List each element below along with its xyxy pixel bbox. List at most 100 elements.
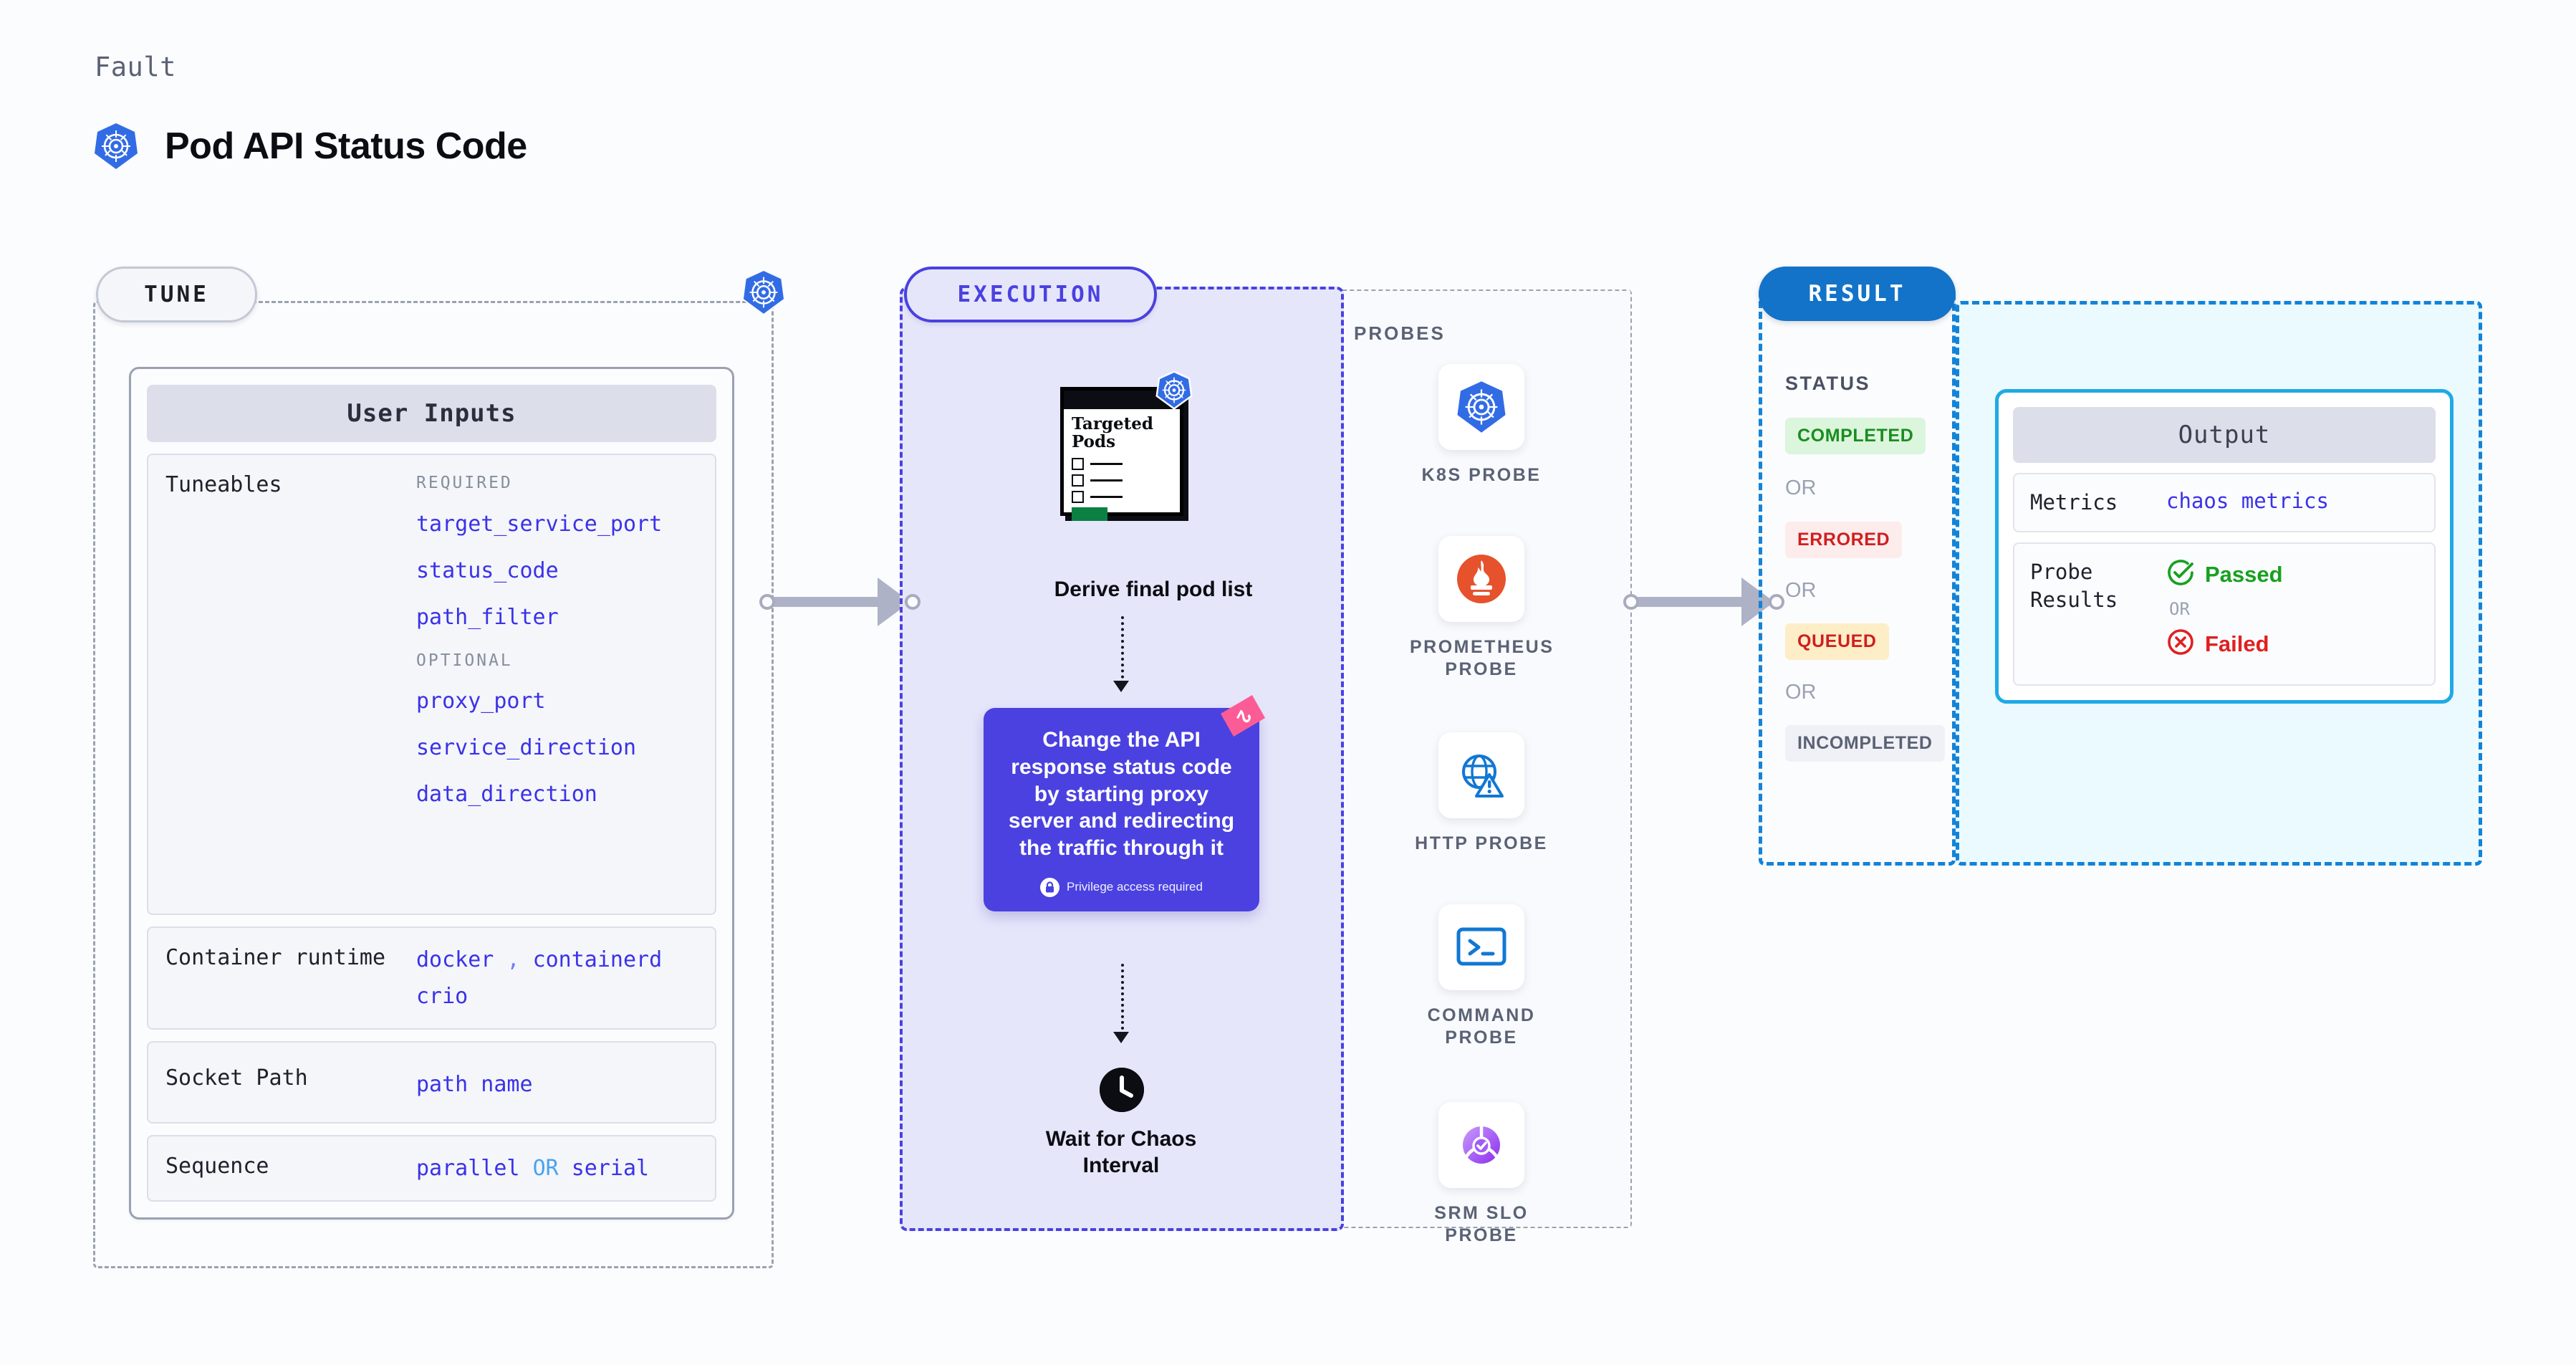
check-circle-icon <box>2166 558 2195 590</box>
status-badge-queued: QUEUED <box>1785 623 1889 660</box>
user-inputs-card: User Inputs Tuneables REQUIRED target_se… <box>129 367 734 1220</box>
status-badge-incompleted: INCOMPLETED <box>1785 725 1945 762</box>
flow-arrow-2 <box>1113 1032 1129 1043</box>
sequence-or: OR <box>532 1156 559 1181</box>
srm-slo-icon <box>1438 1102 1524 1188</box>
tunable-proxy-port[interactable]: proxy_port <box>416 689 546 714</box>
connector-end-dot <box>1769 594 1784 610</box>
output-metrics-label: Metrics <box>2030 490 2118 514</box>
connector-end-dot <box>905 594 921 610</box>
connector-tune-to-execution <box>759 573 921 631</box>
tuneables-values: REQUIRED target_service_port status_code… <box>416 471 662 898</box>
terminal-icon <box>1438 904 1524 990</box>
output-probe-results-row: Probe Results Passed OR <box>2013 542 2436 686</box>
tuneables-row: Tuneables REQUIRED target_service_port s… <box>147 454 716 915</box>
lock-icon <box>1040 877 1060 897</box>
sequence-serial[interactable]: serial <box>571 1156 650 1181</box>
clock-icon <box>1100 1068 1144 1112</box>
list-item <box>1072 491 1172 504</box>
fault-eyebrow: Fault <box>95 52 176 82</box>
flow-line-1 <box>1121 616 1124 684</box>
connector-start-dot <box>1623 594 1639 610</box>
list-item <box>1072 474 1172 487</box>
probe-result-passed: Passed <box>2166 558 2283 590</box>
tune-panel <box>93 301 774 1268</box>
runtime-docker[interactable]: docker <box>416 947 494 972</box>
output-metrics-row: Metrics chaos metrics <box>2013 473 2436 533</box>
container-runtime-label: Container runtime <box>165 945 386 970</box>
sequence-row: Sequence parallel OR serial <box>147 1135 716 1202</box>
socket-path-label: Socket Path <box>165 1065 308 1091</box>
action-card-text: Change the API response status code by s… <box>1008 728 1235 861</box>
flow-line-2 <box>1121 964 1124 1035</box>
privilege-note-text: Privilege access required <box>1067 880 1203 894</box>
probe-label: HTTP PROBE <box>1415 833 1548 853</box>
probe-label: K8S PROBE <box>1421 465 1542 485</box>
output-title: Output <box>2013 407 2436 463</box>
tunable-service-direction[interactable]: service_direction <box>416 735 637 760</box>
output-probe-results-label: Probe Results <box>2030 560 2118 613</box>
socket-path-row: Socket Path path name <box>147 1041 716 1124</box>
probe-prometheus[interactable]: PROMETHEUS PROBE <box>1410 536 1553 681</box>
probe-k8s[interactable]: K8S PROBE <box>1410 364 1553 487</box>
kubernetes-icon <box>93 122 139 171</box>
sequence-parallel[interactable]: parallel <box>416 1156 520 1181</box>
list-item <box>1072 458 1172 471</box>
probes-title: PROBES <box>1354 322 1446 344</box>
status-or-3: OR <box>1785 681 1817 704</box>
probe-label: COMMAND PROBE <box>1427 1005 1536 1048</box>
probe-http[interactable]: HTTP PROBE <box>1410 732 1553 855</box>
derive-pod-list-label: Derive final pod list <box>1054 578 1253 601</box>
socket-path-value[interactable]: path name <box>416 1072 533 1097</box>
pods-card-progress <box>1072 507 1107 522</box>
user-inputs-title: User Inputs <box>147 385 716 442</box>
output-metrics-value[interactable]: chaos metrics <box>2166 489 2329 513</box>
probe-label: PROMETHEUS PROBE <box>1410 637 1554 680</box>
tunable-target-service-port[interactable]: target_service_port <box>416 511 663 537</box>
flow-arrow-1 <box>1113 681 1129 692</box>
tunable-status-code[interactable]: status_code <box>416 557 559 583</box>
probe-result-failed: Failed <box>2166 628 2283 660</box>
connector-start-dot <box>759 594 775 610</box>
runtime-crio[interactable]: crio <box>416 984 468 1009</box>
page-title-text: Pod API Status Code <box>165 125 527 167</box>
connector-line <box>1636 597 1746 607</box>
connector-line <box>772 597 882 607</box>
connector-execution-to-result <box>1623 573 1784 631</box>
prometheus-icon <box>1438 536 1524 622</box>
tune-pill[interactable]: TUNE <box>96 267 257 322</box>
tuneables-label: Tuneables <box>165 472 282 497</box>
sequence-values: parallel OR serial <box>416 1152 649 1184</box>
wait-for-chaos-label: Wait for Chaos Interval <box>1045 1127 1197 1177</box>
tunable-data-direction[interactable]: data_direction <box>416 782 597 807</box>
result-pill[interactable]: RESULT <box>1759 267 1956 321</box>
globe-warning-icon <box>1438 732 1524 818</box>
status-or-2: OR <box>1785 579 1817 602</box>
x-circle-icon <box>2166 628 2195 660</box>
probe-srm-slo[interactable]: SRM SLO PROBE <box>1410 1102 1553 1247</box>
runtime-separator: , <box>506 947 520 972</box>
failed-label: Failed <box>2205 631 2269 656</box>
passed-label: Passed <box>2205 561 2283 587</box>
output-card: Output Metrics chaos metrics Probe Resul… <box>1995 389 2454 704</box>
status-badge-completed: COMPLETED <box>1785 418 1926 454</box>
execution-pill[interactable]: EXECUTION <box>904 267 1157 322</box>
tunable-path-filter[interactable]: path_filter <box>416 604 559 630</box>
probe-command[interactable]: COMMAND PROBE <box>1410 904 1553 1050</box>
required-heading: REQUIRED <box>416 474 513 492</box>
runtime-containerd[interactable]: containerd <box>532 947 663 972</box>
optional-heading: OPTIONAL <box>416 651 513 670</box>
kubernetes-icon <box>1438 364 1524 450</box>
targeted-pods-card: Targeted Pods <box>1060 387 1183 522</box>
probe-label: SRM SLO PROBE <box>1434 1203 1529 1246</box>
sequence-label: Sequence <box>165 1154 269 1179</box>
kubernetes-icon <box>1155 370 1193 413</box>
step-ribbon: 2 <box>1215 692 1271 747</box>
container-runtime-row: Container runtime docker , containerd cr… <box>147 926 716 1030</box>
status-title: STATUS <box>1785 373 1870 394</box>
kubernetes-icon <box>741 269 786 320</box>
privilege-note: Privilege access required <box>999 877 1244 897</box>
status-badge-errored: ERRORED <box>1785 522 1903 558</box>
status-or-1: OR <box>1785 476 1817 499</box>
